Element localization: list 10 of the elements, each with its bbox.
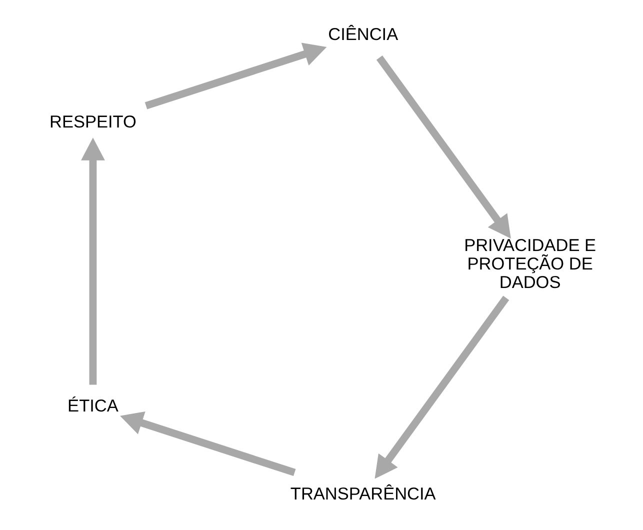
node-text: CIÊNCIA [328,24,398,44]
arrow [376,55,510,239]
node-text: RESPEITO [49,112,136,132]
arrow [144,42,326,110]
node-text: ÉTICA [67,396,118,416]
node-text: TRANSPARÊNCIA [290,483,436,504]
arrow [120,411,296,476]
arrow [80,138,104,385]
node-text: PRIVACIDADE E PROTEÇÃO DE DADOS [464,235,596,292]
arrow [374,296,509,479]
